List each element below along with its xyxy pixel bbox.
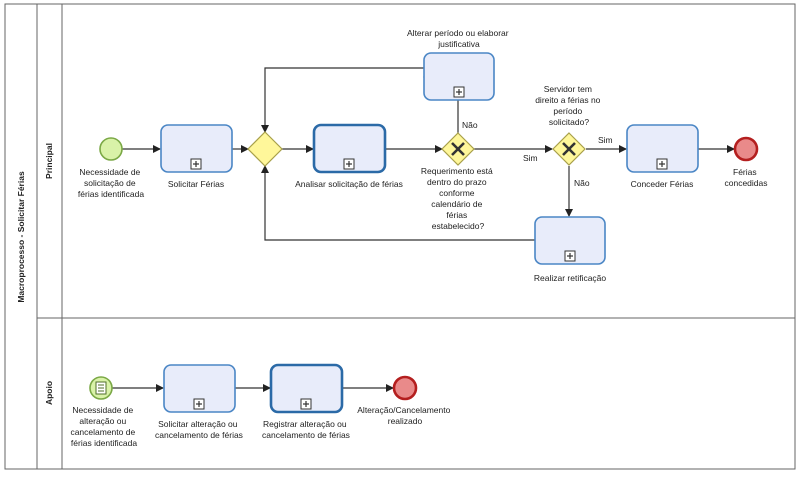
task-solicitar-alteracao[interactable] xyxy=(163,364,236,413)
start-event-principal[interactable] xyxy=(99,137,123,161)
task-retificacao-label: Realizar retificação xyxy=(534,273,607,283)
lane-title-principal: Principal xyxy=(44,143,54,179)
pool-title: Macroprocesso - Solicitar Férias xyxy=(16,171,26,303)
task-conceder-ferias[interactable] xyxy=(626,124,699,173)
task-alterar-periodo[interactable] xyxy=(423,52,495,101)
task-solicitar-ferias-label: Solicitar Férias xyxy=(168,179,224,189)
pool-border xyxy=(4,3,796,470)
end-event-principal-label: Férias concedidas xyxy=(724,167,767,188)
end-event-principal[interactable] xyxy=(733,136,759,162)
task-analisar-label: Analisar solicitação de férias xyxy=(295,179,403,189)
task-realizar-retificacao[interactable] xyxy=(534,216,606,265)
gateway-prazo-question: Requerimento está dentro do prazo confor… xyxy=(421,166,495,231)
task-solicitar-ferias[interactable] xyxy=(160,124,233,173)
flow-alterar-to-merge xyxy=(261,67,424,133)
gateway-direito-question: Servidor tem direito a férias no período… xyxy=(535,84,603,127)
start-event-principal-label: Necessidade de solicitação de férias ide… xyxy=(78,167,144,199)
gateway-direito[interactable] xyxy=(552,132,586,166)
task-alterar-label: Alterar período ou elaborar justificativ… xyxy=(407,28,511,49)
lane-title-apoio: Apoio xyxy=(44,381,54,405)
start-event-apoio[interactable] xyxy=(89,376,113,400)
end-event-apoio[interactable] xyxy=(392,375,418,401)
gateway-direito-yes-label: Sim xyxy=(598,135,613,145)
task-solicitar-alteracao-label: Solicitar alteração ou cancelamento de f… xyxy=(155,419,243,440)
merge-gateway[interactable] xyxy=(247,131,283,167)
task-registrar-alteracao[interactable] xyxy=(269,363,344,414)
task-analisar-solicitacao[interactable] xyxy=(312,123,387,174)
start-event-apoio-label: Necessidade de alteração ou cancelamento… xyxy=(70,405,137,448)
gateway-prazo[interactable] xyxy=(441,132,475,166)
end-event-apoio-label: Alteração/Cancelamento realizado xyxy=(357,405,452,426)
task-registrar-alteracao-label: Registrar alteração ou cancelamento de f… xyxy=(262,419,350,440)
gateway-direito-no-label: Não xyxy=(574,178,590,188)
gateway-prazo-yes-label: Sim xyxy=(523,153,538,163)
gateway-prazo-no-label: Não xyxy=(462,120,478,130)
task-conceder-label: Conceder Férias xyxy=(631,179,694,189)
flow-retificacao-to-merge xyxy=(261,165,535,241)
